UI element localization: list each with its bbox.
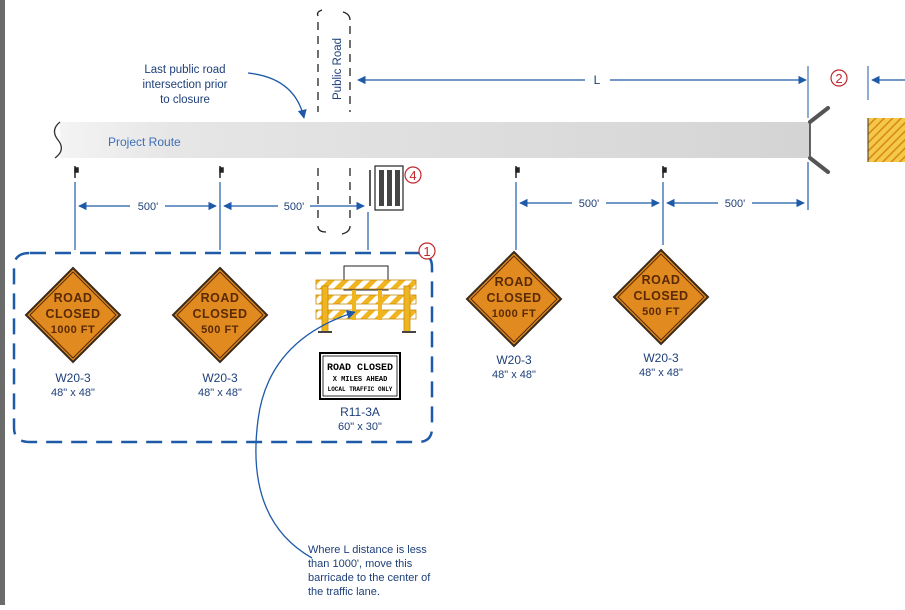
sign-3-line-3: 1000 FT xyxy=(492,308,536,320)
spacing-dimensions xyxy=(74,162,809,250)
sign-1-line-2: CLOSED xyxy=(45,307,100,321)
sign-4-line-2: CLOSED xyxy=(633,289,688,303)
sign-w20-3-left-500: ROAD CLOSED 500 FT xyxy=(171,266,269,364)
callout-2: 2 xyxy=(835,71,842,86)
sign-3-line-2: CLOSED xyxy=(486,291,541,305)
intersection-note-arrow xyxy=(247,72,307,119)
sign-4-line-3: 500 FT xyxy=(642,306,680,318)
barricade-wing-top xyxy=(808,106,830,124)
closed-road-hatch xyxy=(868,118,905,162)
sign-2-size: 48" x 48" xyxy=(198,387,242,399)
r11-3a-line-2: X MILES AHEAD xyxy=(333,376,388,384)
sign-4-code: W20-3 xyxy=(643,351,679,365)
callout-1: 1 xyxy=(423,244,430,259)
spacing-right-2: 500' xyxy=(725,198,745,210)
road-break-left xyxy=(53,121,62,159)
bottom-note-line-1: Where L distance is less xyxy=(308,544,427,556)
sign-w20-3-right-500: ROAD CLOSED 500 FT xyxy=(612,248,710,346)
intersection-note-line-1: Last public road xyxy=(144,64,225,76)
sign-2-line-1: ROAD xyxy=(201,291,240,305)
barricade-wing-bottom xyxy=(808,156,830,174)
sign-w20-3-right-1000: ROAD CLOSED 1000 FT xyxy=(465,250,563,348)
intersection-note-line-2: intersection prior xyxy=(142,79,227,91)
bottom-note-arrow xyxy=(255,310,356,559)
project-route-road xyxy=(60,122,810,158)
sign-post-markers xyxy=(74,166,667,178)
bottom-note-line-3: barricade to the center of xyxy=(308,572,431,584)
sign-w20-3-left-1000: ROAD CLOSED 1000 FT xyxy=(24,266,122,364)
bottom-note-line-4: the traffic lane. xyxy=(308,586,380,598)
sign-3-size: 48" x 48" xyxy=(492,369,536,381)
bottom-note-line-2: than 1000', move this xyxy=(308,558,413,570)
r11-3a-line-3: LOCAL TRAFFIC ONLY xyxy=(328,386,393,393)
callout-4-circle xyxy=(404,166,422,184)
intersection-note-line-3: to closure xyxy=(160,94,210,106)
callout-4: 4 xyxy=(409,168,416,183)
sign-3-line-1: ROAD xyxy=(495,275,534,289)
callout-2-circle xyxy=(830,69,848,87)
sign-2-line-2: CLOSED xyxy=(192,307,247,321)
barricade-plan-symbol xyxy=(369,165,404,211)
sign-2-line-3: 500 FT xyxy=(201,324,239,336)
sign-1-code: W20-3 xyxy=(55,371,91,385)
sign-1-line-3: 1000 FT xyxy=(51,324,95,336)
sign-2-code: W20-3 xyxy=(202,371,238,385)
project-route-label: Project Route xyxy=(108,135,181,149)
optional-signs-group-box xyxy=(12,251,434,444)
spacing-left-1: 500' xyxy=(138,201,158,213)
public-road xyxy=(316,9,351,235)
length-l-dimension xyxy=(357,66,905,118)
r11-3a-line-1: ROAD CLOSED xyxy=(327,363,393,374)
scan-edge xyxy=(0,0,5,605)
spacing-right-1: 500' xyxy=(579,198,599,210)
callout-1-circle xyxy=(418,242,436,260)
spacing-left-2: 500' xyxy=(284,201,304,213)
sign-4-size: 48" x 48" xyxy=(639,367,683,379)
sign-3-code: W20-3 xyxy=(496,353,532,367)
length-l-label: L xyxy=(594,73,601,87)
type-3-barricade xyxy=(315,265,417,333)
public-road-label: Public Road xyxy=(332,38,344,100)
r11-3a-sign: ROAD CLOSED X MILES AHEAD LOCAL TRAFFIC … xyxy=(319,352,401,400)
sign-4-line-1: ROAD xyxy=(642,273,681,287)
sign-1-size: 48" x 48" xyxy=(51,387,95,399)
r11-3a-code: R11-3A xyxy=(340,405,380,419)
r11-3a-size: 60" x 30" xyxy=(338,421,382,433)
sign-1-line-1: ROAD xyxy=(54,291,93,305)
